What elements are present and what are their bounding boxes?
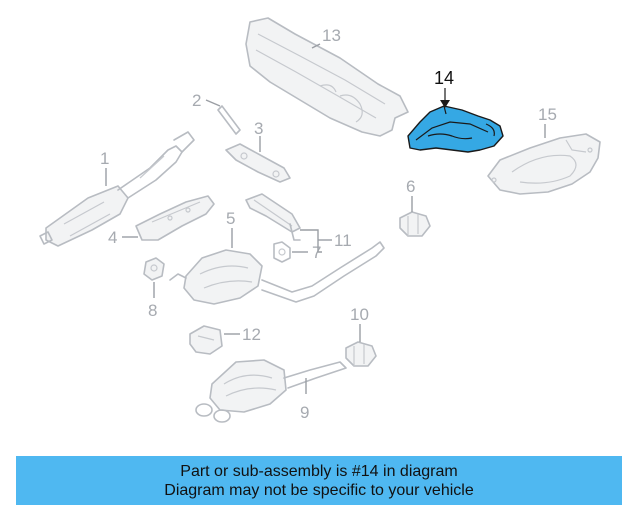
part-8-rubber-hanger[interactable]	[143, 257, 165, 281]
banner-line-1: Part or sub-assembly is #14 in diagram	[180, 462, 458, 480]
part-11-bracket[interactable]	[245, 193, 301, 241]
callout-7: 7	[312, 243, 321, 262]
part-13-heat-shield[interactable]	[245, 17, 409, 137]
callout-3: 3	[254, 119, 263, 138]
callout-6: 6	[406, 177, 415, 196]
part-15-heat-shield[interactable]	[487, 133, 601, 195]
part-7-hanger[interactable]	[273, 241, 291, 263]
part-6-clamp[interactable]	[399, 211, 431, 237]
part-3-bracket[interactable]	[225, 143, 291, 183]
callout-1: 1	[100, 149, 109, 168]
part-12-mount[interactable]	[189, 325, 223, 355]
callout-4: 4	[108, 228, 117, 247]
part-9-rear-muffler[interactable]	[195, 359, 347, 423]
callout-12: 12	[242, 325, 261, 344]
part-1-catalytic-converter[interactable]	[39, 131, 195, 247]
callout-9: 9	[300, 403, 309, 422]
callout-11: 11	[334, 231, 352, 250]
info-banner: Part or sub-assembly is #14 in diagram D…	[16, 456, 622, 505]
part-2-stud[interactable]	[217, 105, 241, 135]
part-14-heat-shield[interactable]	[407, 105, 504, 153]
callout-15: 15	[538, 105, 557, 124]
banner-line-2: Diagram may not be specific to your vehi…	[164, 481, 474, 499]
callout-8: 8	[148, 301, 157, 320]
callout-10: 10	[350, 305, 369, 324]
part-5-center-muffler[interactable]	[169, 241, 385, 305]
callout-5: 5	[226, 209, 235, 228]
callout-14: 14	[434, 68, 454, 88]
part-10-clamp[interactable]	[345, 341, 377, 367]
callout-2: 2	[192, 91, 201, 110]
part-4-gasket[interactable]	[135, 195, 215, 241]
callout-13: 13	[322, 26, 341, 45]
